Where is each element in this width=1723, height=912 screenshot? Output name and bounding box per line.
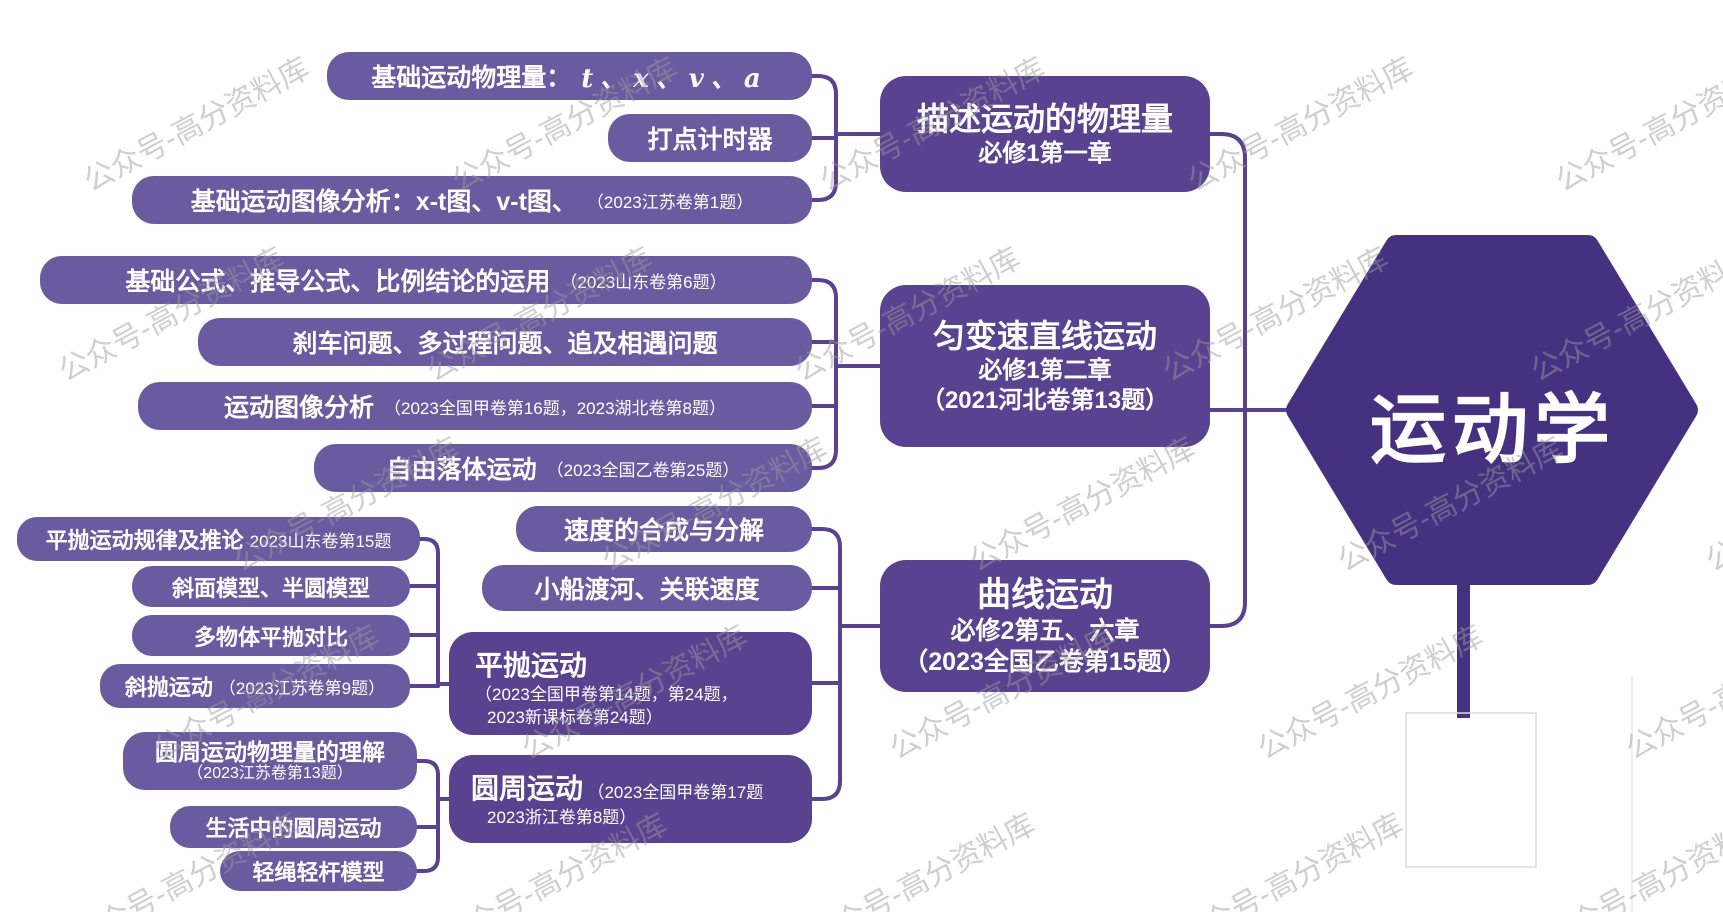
branch-subtitle: 必修2第五、六章 (950, 617, 1140, 645)
node-multi-projectile: 多物体平抛对比 (132, 615, 410, 656)
node-label: 运动图像分析 (223, 394, 374, 422)
node-velocity-compose: 速度的合成与分解 (516, 506, 812, 552)
node-projectile: 平抛运动 （2023全国甲卷第14题，第24题， 2023新课标卷第24题） (449, 632, 812, 735)
node-daily-circular: 生活中的圆周运动 (170, 806, 417, 848)
root-stem (1457, 580, 1470, 718)
exam-ref: （2023全国甲卷第14题，第24题， (475, 685, 738, 704)
node-label: 自由落体运动 (386, 456, 537, 484)
exam-ref: 2023山东卷第15题 (249, 531, 392, 551)
node-label: 多物体平抛对比 (193, 624, 348, 650)
node-label: 刹车问题、多过程问题、追及相遇问题 (292, 330, 718, 358)
branch-title: 曲线运动 (977, 575, 1113, 614)
node-projectile-rules: 平抛运动规律及推论 2023山东卷第15题 (17, 517, 420, 561)
exam-ref: （2023江苏卷第9题） (218, 678, 386, 698)
node-ticker-timer: 打点计时器 (608, 114, 812, 162)
node-rope-rod: 轻绳轻杆模型 (220, 851, 417, 891)
faint-box-outline (1405, 712, 1537, 868)
node-circular-quantities: 圆周运动物理量的理解 （2023江苏卷第13题） (123, 732, 417, 790)
node-incline-semicircle: 斜面模型、半圆模型 (132, 566, 410, 607)
exam-ref: （2023全国甲卷第16题，2023湖北卷第8题） (384, 398, 726, 418)
node-motion-graphs: 运动图像分析 （2023全国甲卷第16题，2023湖北卷第8题） (138, 382, 812, 430)
node-graph-basics: 基础运动图像分析：x-t图、v-t图、 （2023江苏卷第1题） (132, 176, 812, 224)
branch-title: 匀变速直线运动 (932, 318, 1157, 354)
node-label: 圆周运动物理量的理解 (155, 738, 385, 765)
branch-describe-motion: 描述运动的物理量 必修1第一章 (880, 76, 1210, 192)
node-label: 基础公式、推导公式、比例结论的运用 (125, 268, 551, 296)
exam-ref: （2023江苏卷第13题） (187, 765, 353, 783)
node-label: 生活中的圆周运动 (205, 816, 382, 841)
node-label: 速度的合成与分解 (563, 517, 764, 545)
root-node-label: 运动学 (1370, 388, 1616, 473)
math-symbols: t、x、v、a (581, 63, 768, 94)
node-label: 平抛运动规律及推论 (45, 528, 244, 553)
node-label: 轻绳轻杆模型 (252, 860, 385, 885)
node-oblique-projectile: 斜抛运动 （2023江苏卷第9题） (100, 664, 410, 708)
exam-ref: （2023山东卷第6题） (560, 272, 727, 292)
node-basic-quantities: 基础运动物理量： t、x、v、a (327, 52, 812, 100)
exam-ref: 2023浙江卷第8题） (487, 808, 637, 827)
node-boat-crossing: 小船渡河、关联速度 (482, 565, 812, 611)
branch-subtitle: 必修1第一章 (978, 140, 1112, 167)
node-free-fall: 自由落体运动 （2023全国乙卷第25题） (314, 444, 812, 492)
node-label: 打点计时器 (647, 126, 773, 154)
root-hexagon (1286, 235, 1698, 585)
node-circular: 圆周运动 （2023全国甲卷第17题 2023浙江卷第8题） (449, 755, 812, 843)
node-label: 小船渡河、关联速度 (534, 576, 760, 604)
node-label: 斜面模型、半圆模型 (171, 575, 370, 601)
node-braking-problems: 刹车问题、多过程问题、追及相遇问题 (198, 318, 812, 366)
exam-ref: （2023全国乙卷第15题） (903, 648, 1187, 677)
node-formula-usage: 基础公式、推导公式、比例结论的运用 （2023山东卷第6题） (40, 256, 812, 304)
exam-ref: （2023全国乙卷第25题） (546, 460, 740, 480)
node-label: 平抛运动 (475, 650, 588, 681)
branch-subtitle: 必修1第二章 (978, 357, 1112, 384)
branch-uniform-acceleration: 匀变速直线运动 必修1第二章 （2021河北卷第13题） (880, 285, 1210, 447)
node-label: 基础运动物理量： (371, 64, 572, 92)
node-label: 基础运动图像分析：x-t图、v-t图、 (190, 188, 577, 216)
exam-ref: 2023新课标卷第24题） (487, 707, 663, 727)
node-label: 斜抛运动 (124, 675, 213, 700)
exam-ref: （2023全国甲卷第17题 (587, 783, 764, 802)
exam-ref: （2021河北卷第13题） (920, 387, 1170, 414)
branch-curve-motion: 曲线运动 必修2第五、六章 （2023全国乙卷第15题） (880, 560, 1210, 692)
node-label: 圆周运动 (471, 773, 584, 804)
exam-ref: （2023江苏卷第1题） (586, 192, 754, 212)
branch-title: 描述运动的物理量 (916, 101, 1173, 137)
